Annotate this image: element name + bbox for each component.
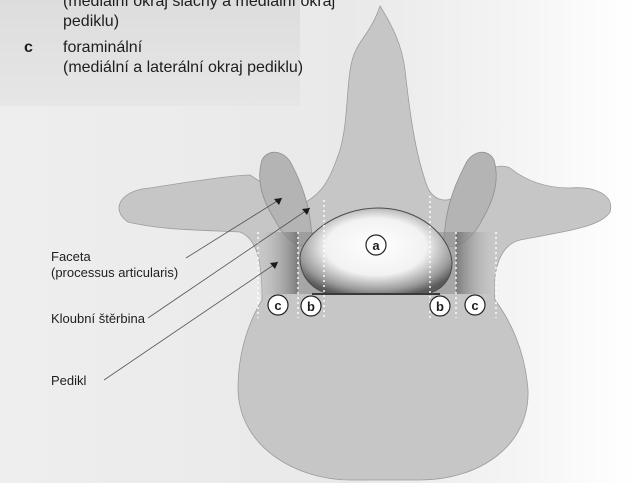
legend-entry-b: (mediální okraj šlachy a mediální okraj … bbox=[24, 0, 335, 32]
legend-line: (mediální a laterální okraj pediklu) bbox=[63, 58, 335, 78]
zone-marker-c-left: c bbox=[268, 295, 288, 315]
zone-marker-a: a bbox=[366, 235, 386, 255]
zone-legend: (mediální okraj šlachy a mediální okraj … bbox=[24, 0, 335, 84]
facet-label-detail: (processus articularis) bbox=[51, 265, 178, 281]
joint-space-label: Kloubní štěrbina bbox=[51, 311, 145, 327]
pedicle-label: Pedikl bbox=[51, 373, 86, 389]
legend-line: foraminální bbox=[63, 38, 335, 58]
legend-line: pediklu) bbox=[63, 12, 335, 32]
zone-marker-b-left: b bbox=[301, 296, 321, 316]
svg-text:b: b bbox=[307, 299, 315, 314]
legend-entry-c: c foraminální (mediální a laterální okra… bbox=[24, 38, 335, 78]
facet-label: Faceta (processus articularis) bbox=[51, 249, 178, 281]
svg-text:c: c bbox=[274, 298, 281, 313]
zone-marker-b-right: b bbox=[430, 296, 450, 316]
zone-c-right-strip bbox=[456, 232, 496, 294]
svg-text:b: b bbox=[436, 299, 444, 314]
svg-text:c: c bbox=[471, 298, 478, 313]
svg-text:a: a bbox=[372, 238, 380, 253]
legend-line: (mediální okraj šlachy a mediální okraj bbox=[63, 0, 335, 12]
zone-c-left-strip bbox=[258, 232, 298, 294]
legend-letter: c bbox=[24, 38, 33, 58]
facet-label-title: Faceta bbox=[51, 249, 178, 265]
zone-marker-c-right: c bbox=[465, 295, 485, 315]
